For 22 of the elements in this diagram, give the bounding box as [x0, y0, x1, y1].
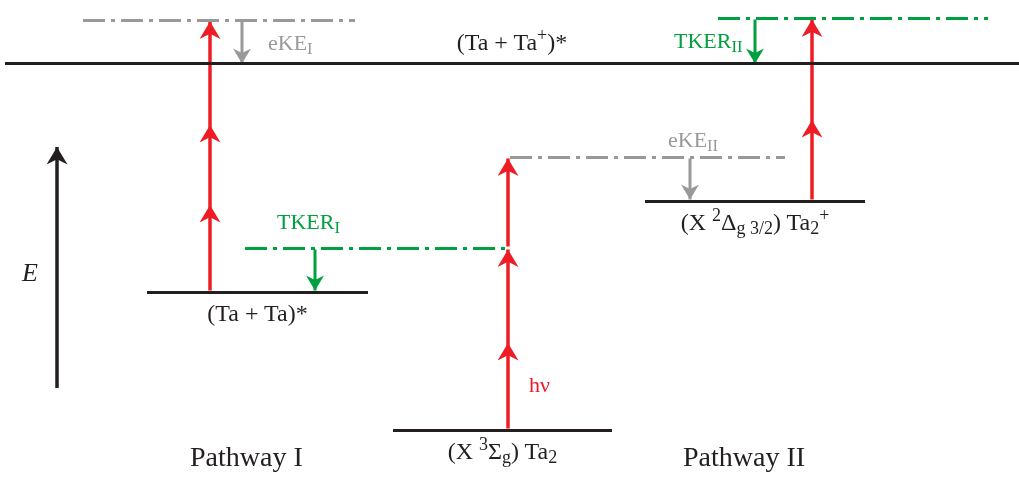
arrow: [306, 249, 324, 291]
energy-level: [645, 199, 865, 237]
arrow: [497, 158, 519, 247]
arrow: [200, 21, 221, 291]
arrow: [746, 19, 764, 64]
arrow: [498, 249, 519, 429]
energy-level: [5, 27, 1019, 65]
axis-label: E: [22, 257, 38, 289]
level-label: (Ta + Ta)*: [207, 298, 308, 328]
energy-level: [147, 290, 368, 328]
pathway-label: Pathway II: [683, 440, 806, 474]
dashed-level-line: [83, 18, 355, 22]
dashed-level-line: [718, 16, 988, 20]
level-label: (X $^{3}$Σ$_{g}$) Ta$_{2}$: [447, 435, 558, 466]
energy-level: [393, 428, 612, 466]
arrow: [681, 158, 699, 200]
dashed-level-line: [510, 155, 785, 159]
dashed-level-line: [245, 246, 505, 250]
level-label: (Ta + Ta$^{+}$)*: [456, 27, 568, 57]
pathway-label: Pathway I: [190, 440, 303, 474]
arrow: [233, 21, 251, 64]
arrow: [802, 19, 823, 200]
